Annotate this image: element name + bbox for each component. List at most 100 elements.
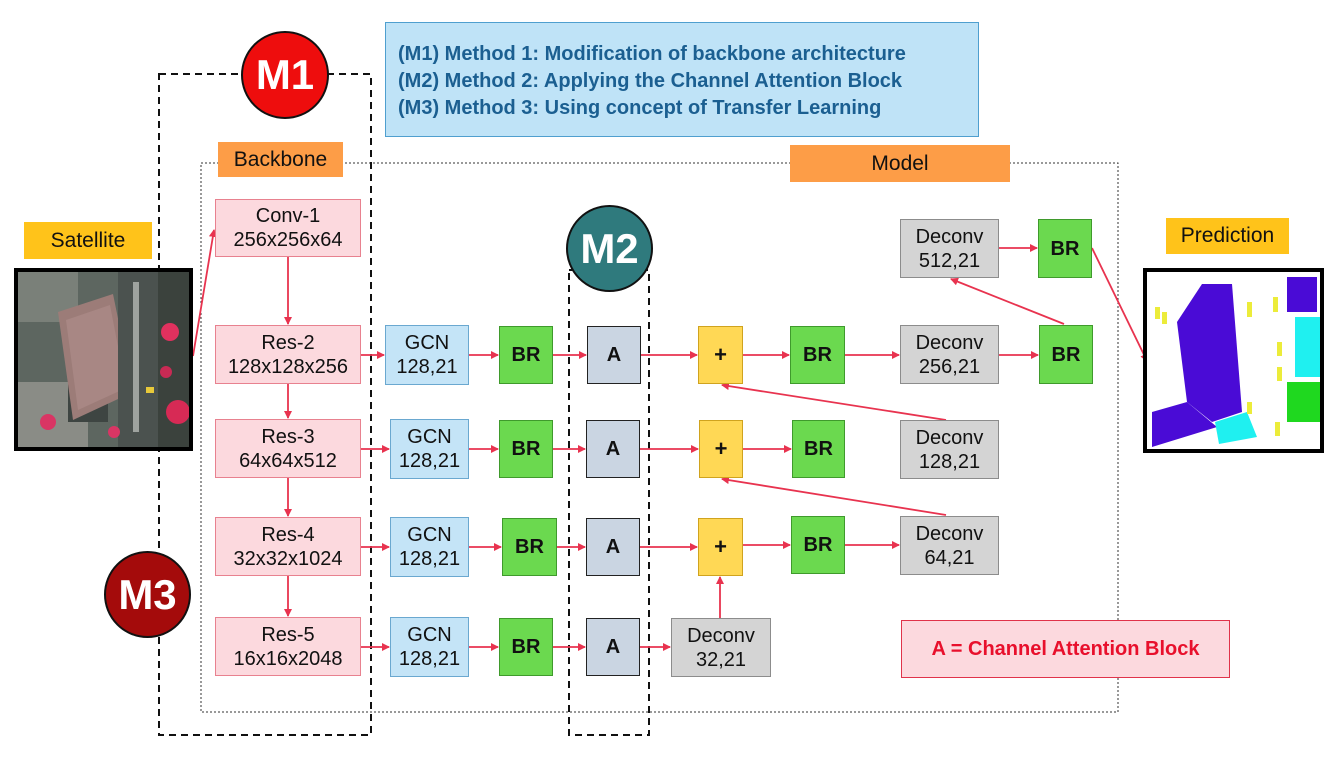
legend-m2: (M2) Method 2: Applying the Channel Atte… — [398, 70, 903, 92]
deconv-name: Deconv — [915, 225, 984, 248]
methods-legend: (M1) Method 1: Modification of backbone … — [385, 22, 979, 137]
layer-name: Res-4 — [261, 523, 315, 546]
m2-badge: M2 — [566, 205, 653, 292]
deconv-dims: 32,21 — [695, 648, 747, 671]
br-block: BR — [792, 420, 845, 478]
attention-block: A — [587, 326, 641, 384]
prediction-tag-label: Prediction — [1180, 224, 1275, 247]
gcn-dims: 128,21 — [398, 450, 461, 472]
br-label: BR — [511, 636, 541, 658]
br-label: BR — [515, 536, 544, 558]
gcn-block: GCN 128,21 — [385, 325, 469, 385]
deconv-dims: 128,21 — [918, 450, 981, 473]
backbone-tag: Backbone — [218, 142, 343, 177]
layer-name: Res-5 — [261, 623, 315, 646]
satellite-image — [14, 268, 193, 451]
m3-badge: M3 — [104, 551, 191, 638]
sum-label: + — [714, 436, 728, 461]
br-block: BR — [502, 518, 557, 576]
arrow-satellite-to-conv1 — [192, 229, 217, 357]
deconv-block-32: Deconv 32,21 — [671, 618, 771, 677]
deconv-block-256: Deconv 256,21 — [900, 325, 999, 384]
backbone-tag-label: Backbone — [233, 147, 328, 171]
br-label: BR — [803, 534, 833, 556]
attention-block: A — [586, 420, 640, 478]
attention-note: A = Channel Attention Block — [901, 620, 1230, 678]
prediction-image-content — [1147, 272, 1320, 449]
br-label: BR — [1050, 237, 1080, 260]
layer-shape: 16x16x2048 — [233, 647, 343, 670]
attention-block: A — [586, 618, 640, 676]
model-tag: Model — [790, 145, 1010, 182]
br-label: BR — [803, 344, 832, 366]
backbone-layer: Res-5 16x16x2048 — [215, 617, 361, 676]
prediction-image — [1143, 268, 1324, 453]
m2-badge-label: M2 — [580, 224, 639, 272]
deconv-dims: 512,21 — [918, 249, 981, 272]
legend-m3: (M3) Method 3: Using concept of Transfer… — [398, 97, 882, 119]
br-label: BR — [1051, 343, 1081, 366]
arrow-deconv128-to-plus-2 — [721, 382, 947, 421]
gcn-dims: 128,21 — [398, 548, 461, 570]
backbone-layer: Res-2 128x128x256 — [215, 325, 361, 384]
prediction-tag: Prediction — [1166, 218, 1289, 254]
m1-badge: M1 — [241, 31, 329, 119]
deconv-dims: 256,21 — [918, 355, 981, 378]
deconv-name: Deconv — [687, 624, 755, 647]
br-label: BR — [511, 438, 541, 460]
deconv-block-64: Deconv 64,21 — [900, 516, 999, 575]
br-label: BR — [804, 438, 833, 460]
attention-label: A — [606, 344, 622, 366]
gcn-block: GCN 128,21 — [390, 517, 469, 577]
gcn-dims: 128,21 — [398, 648, 461, 670]
attention-note-text: A = Channel Attention Block — [931, 637, 1200, 660]
deconv-block-512: Deconv 512,21 — [900, 219, 999, 278]
br-block: BR — [499, 618, 553, 676]
deconv-dims: 64,21 — [924, 546, 975, 569]
backbone-layer: Res-4 32x32x1024 — [215, 517, 361, 576]
legend-m1: (M1) Method 1: Modification of backbone … — [398, 43, 906, 65]
br-block: BR — [499, 326, 553, 384]
sum-node: + — [698, 518, 743, 576]
deconv-block-128: Deconv 128,21 — [900, 420, 999, 479]
br-block-final-lower: BR — [1039, 325, 1093, 384]
m3-badge-label: M3 — [118, 570, 177, 618]
arrow-br-to-deconv512 — [950, 277, 1065, 325]
gcn-block: GCN 128,21 — [390, 419, 469, 479]
gcn-name: GCN — [407, 624, 452, 646]
layer-shape: 256x256x64 — [233, 229, 343, 251]
model-tag-label: Model — [871, 151, 929, 175]
gcn-block: GCN 128,21 — [390, 617, 469, 677]
layer-name: Res-2 — [261, 331, 315, 354]
satellite-image-content — [18, 272, 190, 447]
layer-shape: 64x64x512 — [239, 449, 337, 472]
gcn-name: GCN — [404, 332, 450, 354]
layer-name: Conv-1 — [255, 205, 321, 227]
sum-label: + — [714, 342, 727, 367]
sum-label: + — [714, 534, 727, 559]
deconv-name: Deconv — [915, 426, 984, 449]
attention-label: A — [605, 536, 621, 558]
sum-node: + — [698, 326, 743, 384]
gcn-name: GCN — [407, 426, 452, 448]
br-block: BR — [499, 420, 553, 478]
attention-block: A — [586, 518, 640, 576]
br-block-final-upper: BR — [1038, 219, 1092, 278]
gcn-dims: 128,21 — [396, 356, 458, 378]
satellite-tag-label: Satellite — [50, 228, 126, 252]
backbone-layer: Conv-1 256x256x64 — [215, 199, 361, 257]
m1-region — [158, 73, 372, 736]
gcn-name: GCN — [407, 524, 452, 546]
satellite-tag: Satellite — [24, 222, 152, 259]
arrow-br-to-prediction — [1091, 247, 1148, 362]
model-region — [200, 162, 1119, 713]
m1-badge-label: M1 — [255, 51, 315, 98]
layer-shape: 32x32x1024 — [233, 547, 343, 570]
layer-shape: 128x128x256 — [227, 355, 349, 378]
sum-node: + — [699, 420, 743, 478]
br-label: BR — [511, 344, 541, 366]
layer-name: Res-3 — [261, 425, 315, 448]
br-block: BR — [790, 326, 845, 384]
deconv-name: Deconv — [915, 331, 984, 354]
